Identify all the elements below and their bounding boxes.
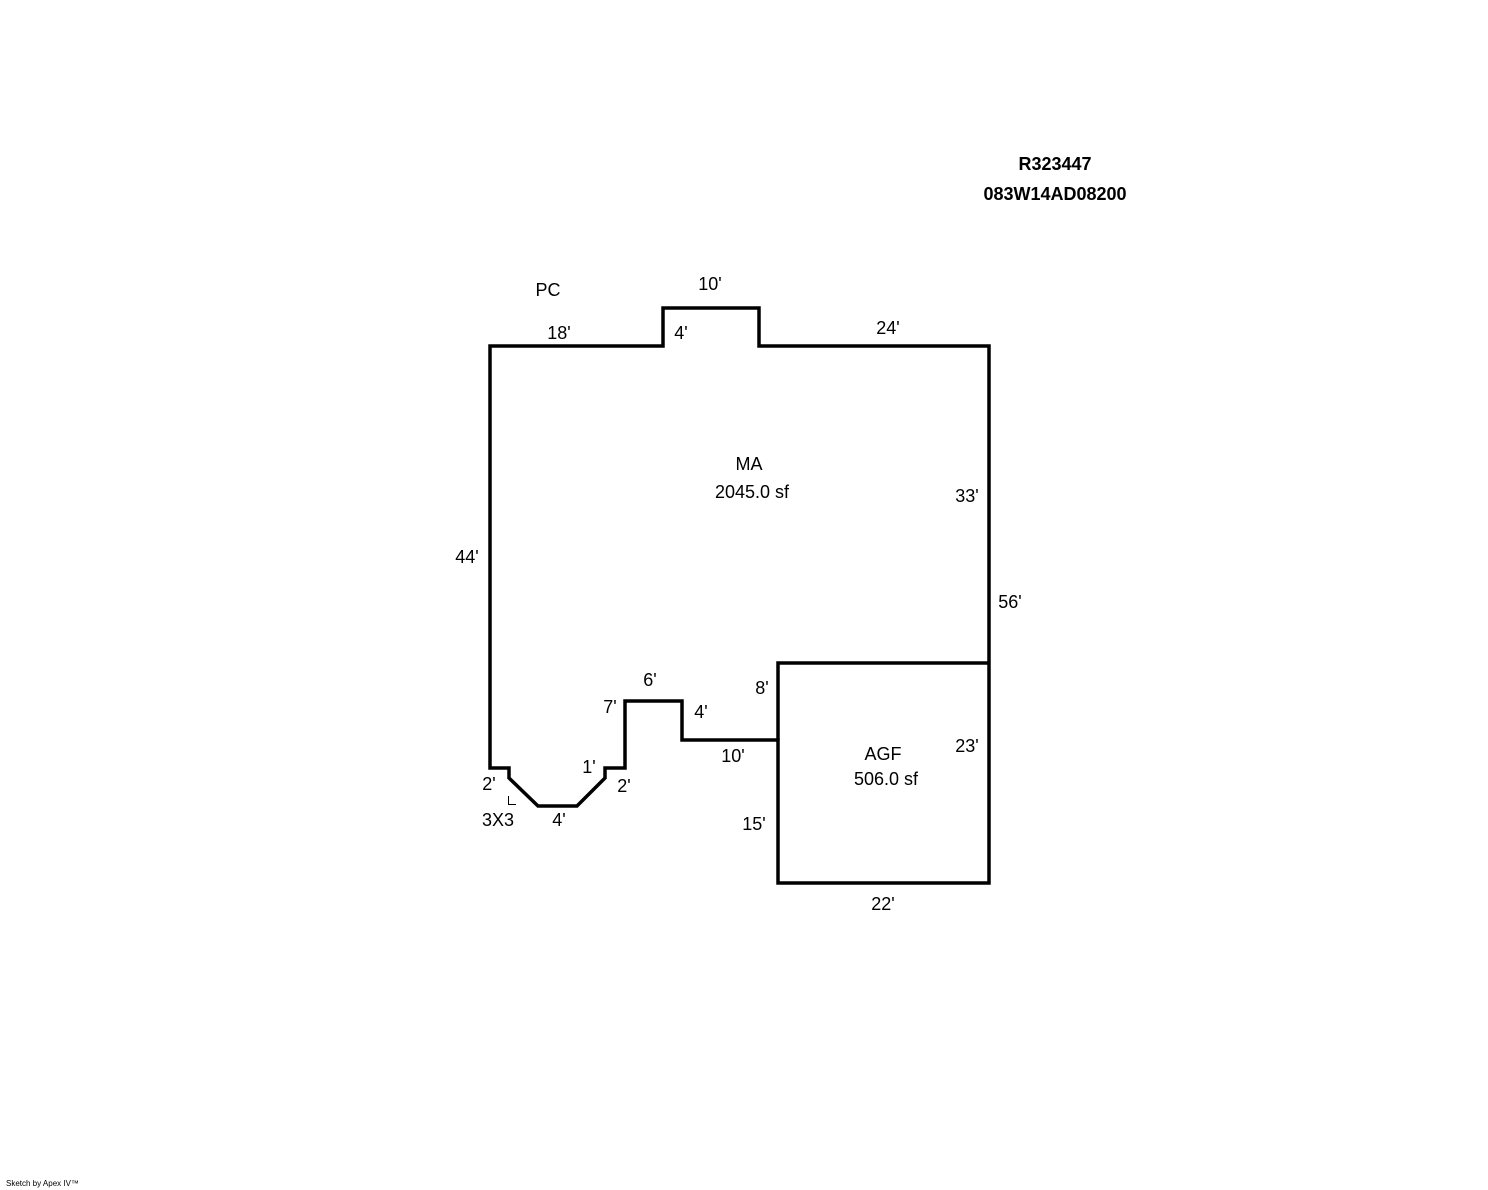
main-area-outline [488,306,991,885]
right-angle-marker [508,796,516,805]
dim-bay-right-step: 1' [582,757,596,777]
dim-garage-top: 8' [755,678,769,698]
bay-label: 3X3 [481,810,515,830]
dim-garage-left: 15' [742,814,766,834]
dim-notch-left: 7' [603,697,617,717]
dim-top-left: 18' [547,323,571,343]
dim-right-total: 56' [998,592,1022,612]
dim-garage-bottom: 22' [871,894,895,914]
dim-left: 44' [455,547,479,567]
dim-bump-depth: 4' [674,323,688,343]
main-area-code: MA [735,454,763,474]
garage-divider-line [776,661,989,740]
main-area-sf: 2045.0 sf [714,482,790,502]
dim-garage-right: 23' [955,736,979,756]
pc-label: PC [535,280,561,300]
software-credit: Sketch by Apex IV™ [6,1179,79,1188]
dim-notch-step: 4' [694,702,708,722]
garage-area-code: AGF [864,744,902,764]
garage-area-sf: 506.0 sf [853,769,919,789]
dim-notch-top: 6' [643,670,657,690]
dim-bump-width: 10' [698,274,722,294]
dim-bay-right-vert: 2' [617,776,631,796]
dim-bay-bottom: 4' [552,810,566,830]
dim-notch-bottom: 10' [721,746,745,766]
map-tax-lot: 083W14AD08200 [983,184,1127,204]
dim-top-right: 24' [876,318,900,338]
account-number: R323447 [1018,154,1092,174]
dim-right-upper: 33' [955,486,979,506]
dim-bay-left: 2' [482,774,496,794]
